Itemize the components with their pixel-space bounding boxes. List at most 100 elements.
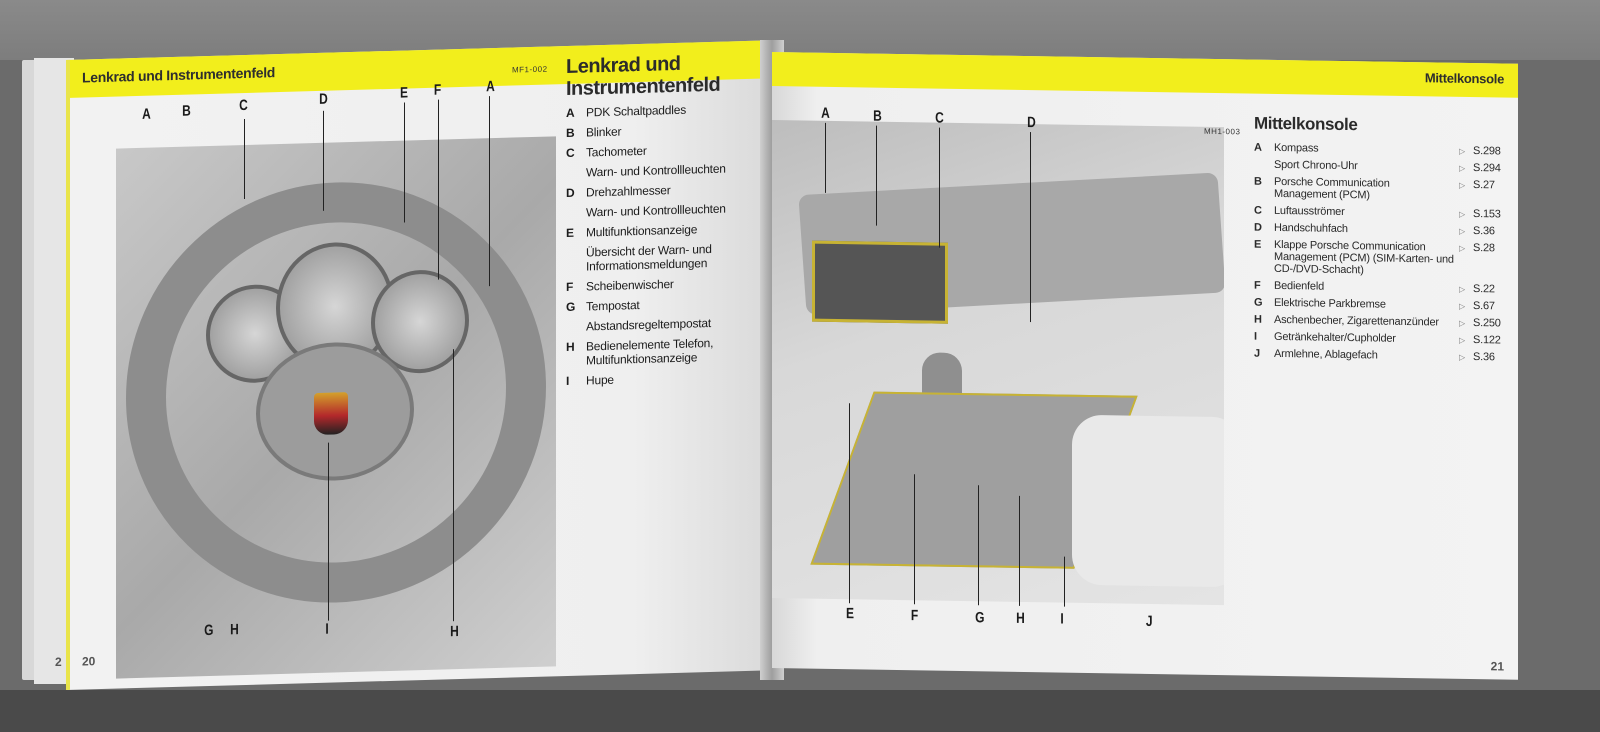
item-letter: B [1254, 175, 1262, 188]
margin-band [66, 59, 70, 691]
list-item: Abstandsregeltempostat▷ [566, 314, 778, 334]
item-letter: F [1254, 279, 1261, 292]
seat-shape [1072, 414, 1224, 588]
list-item: Sport Chrono-Uhr ▷ S.294 [1254, 158, 1501, 175]
item-text: Luftausströmer [1274, 204, 1345, 218]
page-ref-number: S.294 [1472, 162, 1501, 175]
leader-line [876, 125, 877, 226]
leader-line [438, 99, 439, 280]
callout-label: G [975, 609, 985, 627]
item-text: Sport Chrono-Uhr [1274, 158, 1358, 173]
page-ref-number: S.298 [1472, 145, 1501, 158]
page-ref-number: S.67 [1472, 300, 1495, 313]
item-letter: H [566, 339, 575, 355]
item-text: Hupe [586, 372, 614, 388]
page-ref-arrow-icon: ▷ [1459, 301, 1465, 311]
callout-label: A [821, 104, 830, 122]
callout-label: E [400, 84, 409, 102]
item-text: Elektrische Parkbremse [1274, 296, 1386, 311]
item-text: Klappe Porsche Communication Management … [1274, 238, 1454, 277]
leader-line [1019, 495, 1020, 606]
leader-line [849, 403, 850, 604]
page-reference[interactable]: ▷S.28 [1459, 242, 1519, 256]
background-surface-top [0, 0, 1600, 60]
item-text: Blinker [586, 124, 622, 140]
pcm-screen [812, 240, 948, 324]
page-ref-number: S.28 [1472, 242, 1495, 255]
page-ref-arrow-icon: ▷ [1459, 163, 1465, 173]
callout-label: I [1060, 610, 1064, 628]
item-letter: G [1254, 296, 1263, 309]
page-reference[interactable]: ▷ S.298 [1459, 145, 1519, 159]
page-ref-number: S.36 [1472, 351, 1495, 364]
item-text: Warn- und Kontrollleuchten [586, 201, 726, 220]
page-reference[interactable]: ▷S.27 [1459, 179, 1519, 193]
callout-label: C [935, 109, 944, 127]
figure-code: MF1-002 [512, 64, 548, 75]
page-ref-arrow-icon: ▷ [1459, 352, 1465, 362]
page-ref-arrow-icon: ▷ [1459, 284, 1465, 294]
page-number: 20 [82, 654, 96, 669]
list-item: Warn- und Kontrollleuchten▷ [566, 200, 778, 220]
page-reference[interactable]: ▷ S.153 [1459, 208, 1519, 222]
leader-line [1030, 132, 1031, 323]
page-reference[interactable]: ▷S.22 [1459, 283, 1519, 297]
list-item: I Hupe [566, 368, 766, 388]
item-text: Drehzahlmesser [586, 183, 671, 200]
list-item: Übersicht der Warn- und Informationsmeld… [566, 240, 778, 274]
callout-label: B [182, 102, 191, 120]
page-ref-number: S.153 [1472, 208, 1501, 221]
leader-line [1064, 556, 1065, 607]
page-reference[interactable]: ▷ S.67 [1459, 300, 1519, 314]
item-letter: H [1254, 313, 1262, 326]
item-letter: A [1254, 141, 1262, 154]
page-reference[interactable]: ▷ S.294 [1459, 162, 1519, 176]
right-page: Mittelkonsole MH1-003 A B C D E F G H I … [772, 52, 1518, 680]
callout-label: A [142, 105, 151, 123]
section-title-line2: Instrumentenfeld [566, 73, 721, 101]
leader-line [244, 119, 245, 200]
item-text: Bedienelemente Telefon, Multifunktionsan… [586, 335, 714, 368]
callout-label: F [433, 81, 442, 99]
item-letter: I [1254, 330, 1257, 343]
running-header: Mittelkonsole [1424, 70, 1504, 87]
page-reference[interactable]: ▷S.250 [1459, 317, 1519, 331]
list-item: G Elektrische Parkbremse ▷ S.67 [1254, 296, 1495, 313]
callout-label: D [1027, 114, 1036, 132]
underlying-page-number: 2 [55, 655, 62, 669]
page-ref-arrow-icon: ▷ [1459, 146, 1465, 156]
callout-label: H [450, 623, 459, 641]
page-reference[interactable]: ▷S.36 [1459, 225, 1519, 239]
callout-label: H [230, 621, 239, 639]
page-reference[interactable]: ▷S.122 [1459, 334, 1519, 348]
leader-line [323, 110, 324, 211]
item-text: Abstandsregeltempostat [586, 315, 712, 334]
item-text: Porsche Communication Management (PCM) [1274, 175, 1390, 202]
leader-line [939, 127, 940, 248]
page-ref-arrow-icon: ▷ [1459, 318, 1465, 328]
leader-line [489, 96, 490, 287]
item-letter: D [1254, 221, 1262, 234]
section-title: Lenkrad und Instrumentenfeld [566, 52, 720, 100]
leader-line [914, 474, 915, 605]
item-letter: D [566, 185, 575, 201]
page-ref-number: S.122 [1472, 334, 1501, 347]
list-item: H Bedienelemente Telefon, Multifunktionsa… [566, 334, 778, 368]
item-letter: I [566, 373, 570, 389]
item-letter: E [566, 225, 574, 241]
item-text: Warn- und Kontrollleuchten [586, 161, 726, 180]
item-letter: C [566, 145, 575, 161]
page-ref-arrow-icon: ▷ [1459, 209, 1465, 219]
leader-line [825, 122, 826, 193]
steering-wheel-illustration [116, 136, 556, 679]
page-reference[interactable]: ▷ S.36 [1459, 351, 1519, 365]
page-ref-number: S.36 [1472, 225, 1495, 238]
